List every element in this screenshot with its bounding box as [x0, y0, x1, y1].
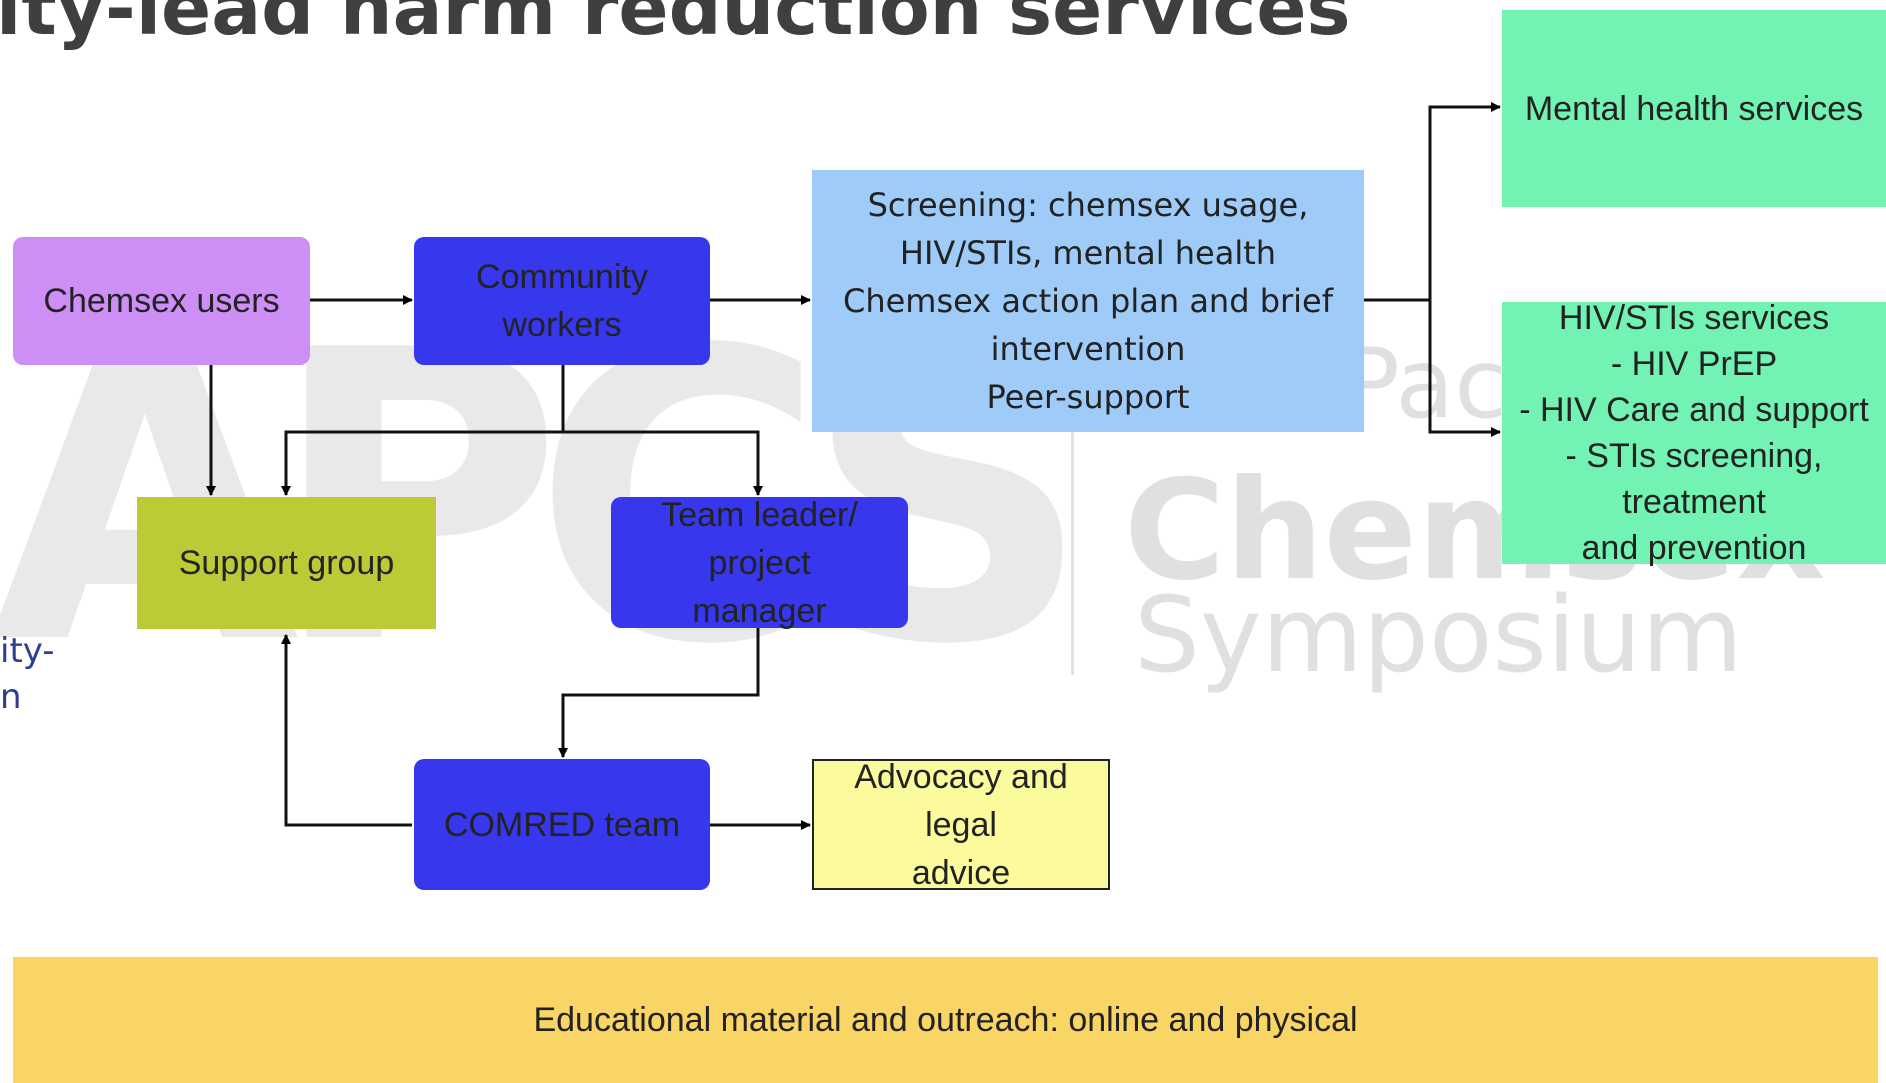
arrow-community-to-leader [563, 430, 763, 496]
chemsex-users-node: Chemsex users [13, 237, 310, 365]
screening-label: Screening: chemsex usage, HIV/STIs, ment… [842, 186, 1333, 416]
hiv-stis-services-node: HIV/STIs services - HIV PrEP - HIV Care … [1502, 299, 1886, 567]
team-leader-node: Team leader/ project manager [611, 496, 908, 630]
arrow-screening-to-hiv [1428, 300, 1501, 437]
team-leader-label: Team leader/ project manager [661, 495, 858, 630]
chemsex-users-label: Chemsex users [43, 282, 280, 320]
support-group-node: Support group [137, 497, 436, 629]
support-group-label: Support group [178, 544, 395, 582]
arrow-comred-to-support [281, 634, 412, 827]
advocacy-node: Advocacy and legal advice [812, 758, 1110, 892]
comred-team-label: COMRED team [443, 805, 681, 844]
educational-material-label: Educational material and outreach: onlin… [533, 1001, 1358, 1039]
community-workers-label: Community workers [476, 258, 648, 344]
educational-material-banner: Educational material and outreach: onlin… [13, 957, 1878, 1083]
watermark-line-3: Symposium [1134, 574, 1743, 696]
hiv-stis-label: HIV/STIs services - HIV PrEP - HIV Care … [1519, 299, 1869, 567]
slide-title: ity-lead harm reduction services [0, 0, 1351, 52]
community-workers-node: Community workers [414, 237, 710, 365]
screening-node: Screening: chemsex usage, HIV/STIs, ment… [812, 170, 1364, 432]
watermark-divider [1071, 390, 1074, 675]
arrow-leader-to-comred [558, 628, 760, 758]
arrow-community-split [281, 365, 565, 496]
mental-health-node: Mental health services [1502, 10, 1886, 207]
mental-health-label: Mental health services [1524, 89, 1864, 128]
comred-team-node: COMRED team [414, 759, 710, 890]
arrow-screening-branch [1364, 102, 1501, 302]
advocacy-label: Advocacy and legal advice [854, 757, 1068, 892]
cropped-side-text: ity- n [0, 631, 55, 717]
